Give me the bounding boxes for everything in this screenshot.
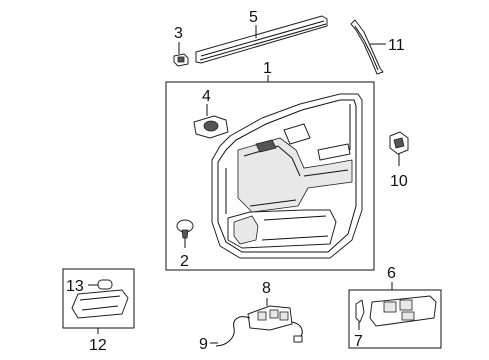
switch-part-8: [247, 305, 293, 331]
callout-10-label: 10: [390, 173, 408, 190]
callout-5-label: 5: [249, 9, 258, 26]
callout-2-label: 2: [180, 253, 189, 270]
wire-harness-part-9: [215, 316, 303, 347]
inner-handle-bezel-part-4: [193, 115, 229, 139]
callout-9: 9: [199, 336, 218, 353]
callout-9-label: 9: [199, 336, 208, 353]
callout-11: 11: [370, 37, 405, 54]
clip-part-7: [355, 299, 365, 323]
callout-11-label: 11: [388, 37, 405, 54]
callout-4-label: 4: [202, 88, 211, 105]
callout-8-label: 8: [262, 280, 271, 297]
callout-6: 6: [387, 265, 396, 290]
callout-12-label: 12: [89, 337, 107, 354]
callout-3: 3: [174, 25, 183, 54]
callout-1-label: 1: [263, 60, 272, 77]
clip-part-3: [173, 53, 189, 67]
door-trim-panel: [211, 93, 363, 259]
callout-1: 1: [263, 60, 272, 82]
frame-moulding-part-11: [350, 19, 384, 75]
callout-7: 7: [354, 322, 363, 350]
callout-4: 4: [202, 88, 211, 116]
callout-7-label: 7: [354, 333, 363, 350]
push-clip-part-2: [176, 219, 194, 239]
callout-13: 13: [66, 278, 98, 295]
retainer-part-10: [389, 131, 409, 155]
trim-panel-assembly-box: [165, 81, 375, 271]
callout-6-label: 6: [387, 265, 396, 282]
part-6-box: [348, 289, 442, 349]
handle-cover-part-12: [71, 289, 129, 319]
callout-13-label: 13: [66, 278, 84, 295]
callout-8: 8: [262, 280, 271, 306]
callout-3-label: 3: [174, 25, 183, 42]
belt-moulding-strip: [195, 15, 328, 64]
callout-2: 2: [180, 238, 189, 270]
switch-panel-part-6: [369, 295, 437, 327]
cap-part-13: [97, 279, 113, 290]
callout-5: 5: [249, 9, 258, 38]
callout-10: 10: [390, 154, 408, 190]
callout-12: 12: [89, 328, 107, 354]
